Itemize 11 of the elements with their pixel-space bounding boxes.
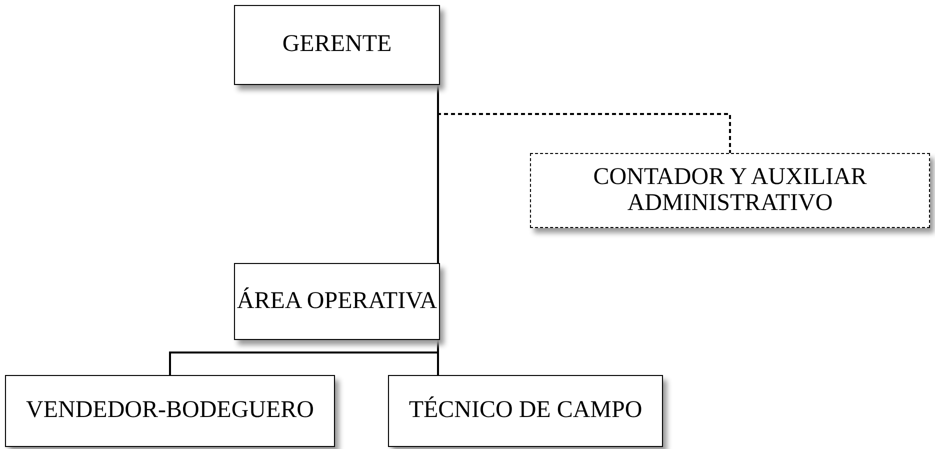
role-label: ÁREA OPERATIVA — [236, 288, 438, 314]
connector-line — [437, 85, 731, 153]
org-box — [234, 5, 440, 85]
role-label: VENDEDOR-BODEGUERO — [26, 398, 314, 424]
role-label: CONTADOR Y AUXILIAR ADMINISTRATIVO — [592, 165, 868, 216]
org-box — [234, 263, 440, 340]
role-label: TÉCNICO DE CAMPO — [408, 398, 642, 424]
org-box — [5, 375, 335, 447]
org-box — [388, 375, 663, 447]
org-box — [530, 153, 930, 228]
role-label: GERENTE — [282, 32, 392, 58]
